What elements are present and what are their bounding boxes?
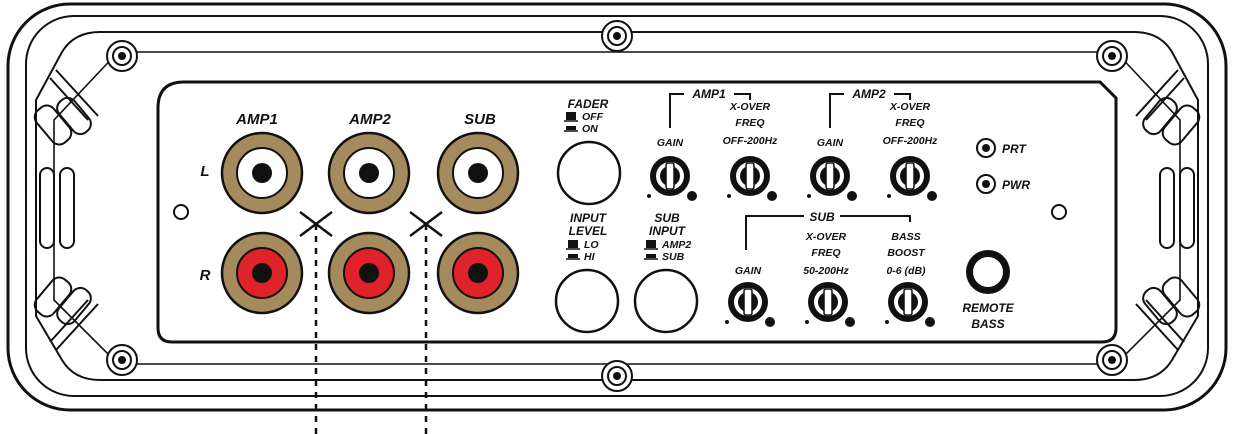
rca-jack-sub-l[interactable] <box>436 131 520 215</box>
switch-down-icon <box>646 254 656 258</box>
sub-gain-knob[interactable] <box>725 282 775 327</box>
amp1-header: AMP1 <box>691 87 726 101</box>
sub-xover-label-2: FREQ <box>811 247 840 259</box>
pwr-led-icon <box>976 174 996 194</box>
max-dot <box>847 191 857 201</box>
rca-row-label-l: L <box>200 163 209 180</box>
min-dot <box>805 320 809 324</box>
input-level-opt-hi: HI <box>584 251 596 263</box>
min-dot <box>887 194 891 198</box>
input-level-button[interactable] <box>554 268 620 334</box>
remote-bass-port[interactable] <box>966 250 1010 294</box>
amp1-xover-label-2: FREQ <box>735 117 764 129</box>
rca-label-sub: SUB <box>464 111 496 128</box>
fader-title: FADER <box>568 97 609 111</box>
remote-bass-label-1: REMOTE <box>962 301 1014 315</box>
min-dot <box>725 320 729 324</box>
sub-xover-label-1: X-OVER <box>805 231 847 243</box>
amp1-bracket <box>669 93 751 128</box>
pwr-label: PWR <box>1002 178 1030 192</box>
max-dot <box>767 191 777 201</box>
input-level-title2: LEVEL <box>569 224 608 238</box>
max-dot <box>845 317 855 327</box>
amp2-header: AMP2 <box>851 87 886 101</box>
input-level-title1: INPUT <box>570 211 608 225</box>
rca-jack-amp1-l[interactable] <box>220 131 304 215</box>
amp2-xover-label-1: X-OVER <box>889 101 931 113</box>
rca-jack-amp2-l[interactable] <box>327 131 411 215</box>
mount-hole-right <box>1051 204 1067 220</box>
amp1-xover-label-1: X-OVER <box>729 101 771 113</box>
amp2-xover-knob[interactable] <box>887 156 937 201</box>
amp1-gain-knob[interactable] <box>647 156 697 201</box>
screw-icon <box>1096 40 1128 72</box>
max-dot <box>687 191 697 201</box>
sub-input-opt-sub: SUB <box>662 251 685 263</box>
sub-input-opt-amp2: AMP2 <box>661 239 691 251</box>
sub-xover-knob[interactable] <box>805 282 855 327</box>
sub-bracket <box>745 215 911 250</box>
fader-opt-on: ON <box>582 123 598 135</box>
input-level-opt-lo: LO <box>584 239 599 251</box>
min-dot <box>885 320 889 324</box>
min-dot <box>647 194 651 198</box>
sub-bass-label-3: 0-6 (dB) <box>886 265 926 277</box>
rca-label-amp2: AMP2 <box>348 111 391 128</box>
amp2-bracket <box>829 93 911 128</box>
sub-header: SUB <box>809 210 835 224</box>
switch-down-icon <box>568 254 578 258</box>
amp2-gain-knob[interactable] <box>807 156 857 201</box>
fader-button[interactable] <box>556 140 622 206</box>
left-grille <box>33 69 99 351</box>
amp2-gain-label: GAIN <box>817 137 844 149</box>
mount-hole-left <box>173 204 189 220</box>
screw-icon <box>601 20 633 52</box>
max-dot <box>765 317 775 327</box>
amp1-xover-label-3: OFF-200Hz <box>723 135 779 147</box>
rca-jack-sub-r[interactable] <box>436 231 520 315</box>
sub-xover-label-3: 50-200Hz <box>803 265 849 277</box>
screw-icon <box>601 360 633 392</box>
amp1-xover-knob[interactable] <box>727 156 777 201</box>
knobs <box>647 156 937 327</box>
switch-up-icon <box>646 240 656 248</box>
rca-jack-amp1-r[interactable] <box>220 231 304 315</box>
sub-input-button[interactable] <box>633 268 699 334</box>
screws <box>106 20 1128 392</box>
min-dot <box>807 194 811 198</box>
screw-icon <box>106 40 138 72</box>
amp2-xover-label-3: OFF-200Hz <box>883 135 939 147</box>
sub-bass-label-1: BASS <box>891 231 920 243</box>
switch-down-icon <box>566 126 576 130</box>
rca-row-label-r: R <box>200 267 211 284</box>
max-dot <box>925 317 935 327</box>
remote-bass-label-2: BASS <box>971 317 1004 331</box>
prt-label: PRT <box>1002 142 1027 156</box>
rca-jack-amp2-r[interactable] <box>327 231 411 315</box>
sub-bass-boost-knob[interactable] <box>885 282 935 327</box>
amp2-xover-label-2: FREQ <box>895 117 924 129</box>
amp1-gain-label: GAIN <box>657 137 684 149</box>
right-grille <box>1135 69 1201 351</box>
rca-label-amp1: AMP1 <box>235 111 278 128</box>
fader-opt-off: OFF <box>582 111 604 123</box>
sub-input-title2: INPUT <box>649 224 687 238</box>
min-dot <box>727 194 731 198</box>
prt-led-icon <box>976 138 996 158</box>
sub-gain-label: GAIN <box>735 265 762 277</box>
screw-icon <box>106 344 138 376</box>
sub-bass-label-2: BOOST <box>887 247 926 259</box>
switch-up-icon <box>566 112 576 120</box>
rca-jacks <box>220 131 520 315</box>
sub-input-title1: SUB <box>654 211 680 225</box>
screw-icon <box>1096 344 1128 376</box>
max-dot <box>927 191 937 201</box>
switch-up-icon <box>568 240 578 248</box>
